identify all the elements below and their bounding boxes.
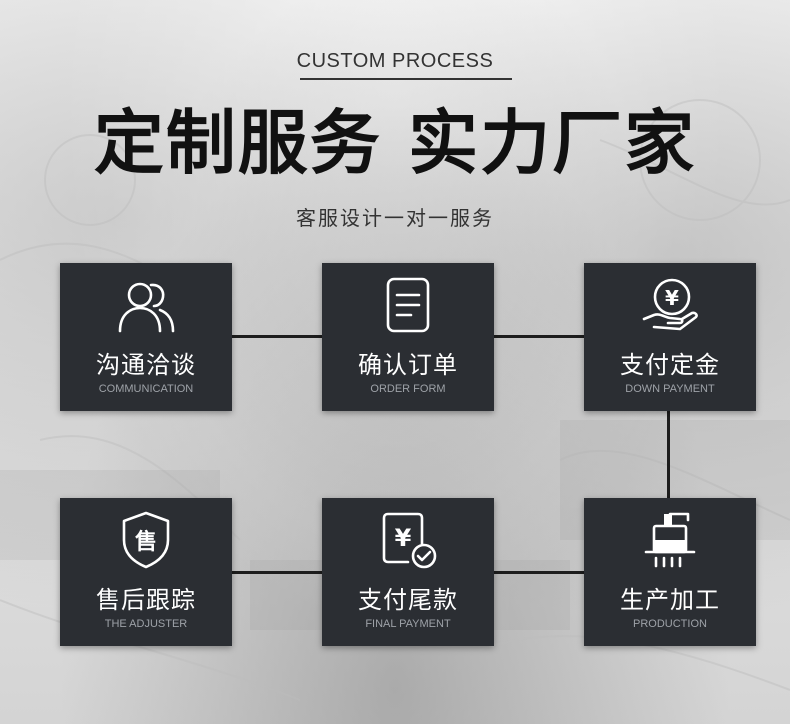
step-label: 售后跟踪: [96, 586, 196, 614]
connector-2-3: [494, 335, 584, 338]
step-sublabel: THE ADJUSTER: [104, 618, 188, 630]
step-label: 沟通洽谈: [96, 351, 196, 379]
step-production: 生产加工 PRODUCTION: [584, 498, 756, 646]
en-title: CUSTOM PROCESS: [296, 50, 494, 72]
step-sublabel: ORDER FORM: [370, 383, 446, 395]
connector-5-6: [232, 571, 322, 574]
shield-character: 售: [135, 529, 157, 555]
connector-3-4: [667, 410, 670, 498]
sub-title: 客服设计一对一服务: [296, 206, 494, 230]
step-final-payment: ¥ 支付尾款 FINAL PAYMENT: [322, 498, 494, 646]
yen-symbol: ¥: [395, 524, 412, 552]
yen-hand-icon: ¥: [640, 275, 700, 335]
shield-icon: 售: [116, 510, 176, 570]
step-label: 支付尾款: [358, 586, 458, 614]
step-after-sales: 售 售后跟踪 THE ADJUSTER: [60, 498, 232, 646]
document-icon: [378, 275, 438, 335]
step-communication: 沟通洽谈 COMMUNICATION: [60, 263, 232, 411]
step-sublabel: FINAL PAYMENT: [365, 618, 451, 630]
main-title: 定制服务 实力厂家: [93, 102, 697, 184]
step-label: 支付定金: [620, 351, 720, 379]
step-label: 确认订单: [358, 351, 458, 379]
step-sublabel: PRODUCTION: [633, 618, 707, 630]
step-sublabel: COMMUNICATION: [98, 383, 194, 395]
yen-symbol: ¥: [665, 286, 679, 310]
step-down-payment: ¥ 支付定金 DOWN PAYMENT: [584, 263, 756, 411]
connector-4-5: [494, 571, 584, 574]
step-label: 生产加工: [620, 586, 720, 614]
title-underline: [300, 78, 512, 80]
connector-1-2: [232, 335, 322, 338]
step-sublabel: DOWN PAYMENT: [625, 383, 715, 395]
step-order-form: 确认订单 ORDER FORM: [322, 263, 494, 411]
machine-icon: [640, 510, 700, 570]
people-icon: [116, 275, 176, 335]
yen-check-icon: ¥: [378, 510, 438, 570]
